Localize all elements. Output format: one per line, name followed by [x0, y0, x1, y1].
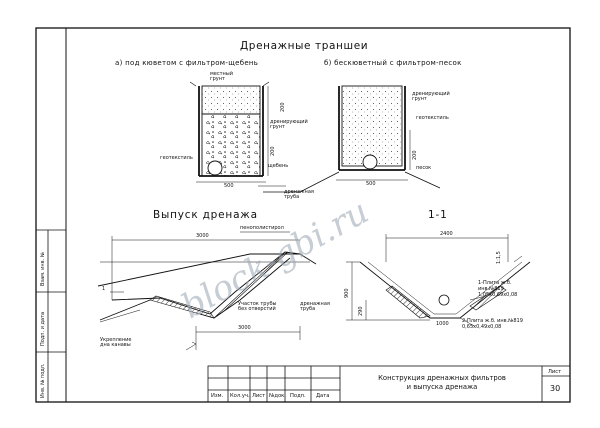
label-slab-2: 2-Плита ж.б. инв.№819 0,65х0,49х0,08	[462, 318, 523, 330]
tb-header-data: Дата	[316, 393, 330, 399]
outlet-marker: 1	[102, 286, 106, 292]
dim-section-width-b: 1000	[436, 321, 449, 327]
outlet-drawing	[97, 231, 317, 351]
dim-width-a: 500	[224, 183, 234, 189]
stamp-inv-number: Инв. № подл.	[40, 363, 46, 399]
stamp-replace-inv: Взам. инв. №	[40, 252, 46, 286]
section-cut-title: 1-1	[428, 209, 448, 221]
dim-outlet-top: 3000	[196, 233, 209, 239]
tb-header-kol: Кол.уч.	[230, 393, 250, 399]
dim-outlet-bottom: 3000	[238, 325, 251, 331]
dim-side-trench-b: 200	[412, 150, 418, 160]
label-drainage-soil-a: дренирующий грунт	[270, 119, 308, 130]
tb-header-list: Лист	[252, 393, 266, 399]
dim-side-a: 200	[270, 146, 276, 156]
tb-header-ndok: №док.	[269, 393, 286, 399]
section-1-1-drawing	[346, 234, 531, 327]
tb-header-izm: Изм.	[211, 393, 224, 399]
dim-side-b: 200	[280, 102, 286, 112]
label-drain-pipe-a: дренажная труба	[284, 189, 314, 200]
label-drainage-soil-b: дренирующий грунт	[412, 91, 450, 102]
title-block	[207, 365, 571, 403]
section-b-title: б) бескюветный с фильтром-песок	[324, 59, 462, 67]
dim-section-slope: 1:1,5	[496, 251, 502, 264]
dim-width-b: 500	[366, 181, 376, 187]
label-local-soil: местный грунт	[210, 71, 233, 82]
trench-a-drawing	[189, 81, 286, 187]
label-sand: песок	[416, 165, 432, 171]
tb-title: Конструкция дренажных фильтров и выпуска…	[378, 374, 506, 391]
label-geotextile-a: геотекстиль	[160, 155, 193, 161]
label-pipe-perf: Участок трубы без отверстий	[238, 301, 277, 312]
label-drain-pipe-outlet: дренажная труба	[300, 301, 330, 312]
trench-b-drawing	[263, 85, 441, 193]
stamp-sign-date: Подп. и дата	[40, 311, 46, 346]
tb-header-podp: Подп.	[290, 393, 306, 399]
tb-sheet-label: Лист	[548, 369, 562, 375]
tb-sheet-number: 30	[550, 384, 561, 393]
label-geotextile-b: геотекстиль	[416, 115, 449, 121]
dim-section-height-b: 290	[358, 306, 364, 316]
label-slab-1: 1-Плита ж.б. инв.№819 1,05х0,69х0,08	[478, 280, 518, 298]
dim-section-top: 2400	[440, 231, 453, 237]
outlet-title: Выпуск дренажа	[153, 209, 258, 221]
section-a-title: а) под кюветом с фильтром-щебень	[115, 59, 259, 67]
label-foam: пенополистирол	[240, 225, 284, 231]
dim-section-height-a: 900	[344, 288, 350, 298]
label-crushed-stone: щебень	[268, 163, 289, 169]
main-title: Дренажные траншеи	[240, 40, 369, 52]
label-pipe-slope: Укрепление дна канавы	[100, 337, 132, 348]
